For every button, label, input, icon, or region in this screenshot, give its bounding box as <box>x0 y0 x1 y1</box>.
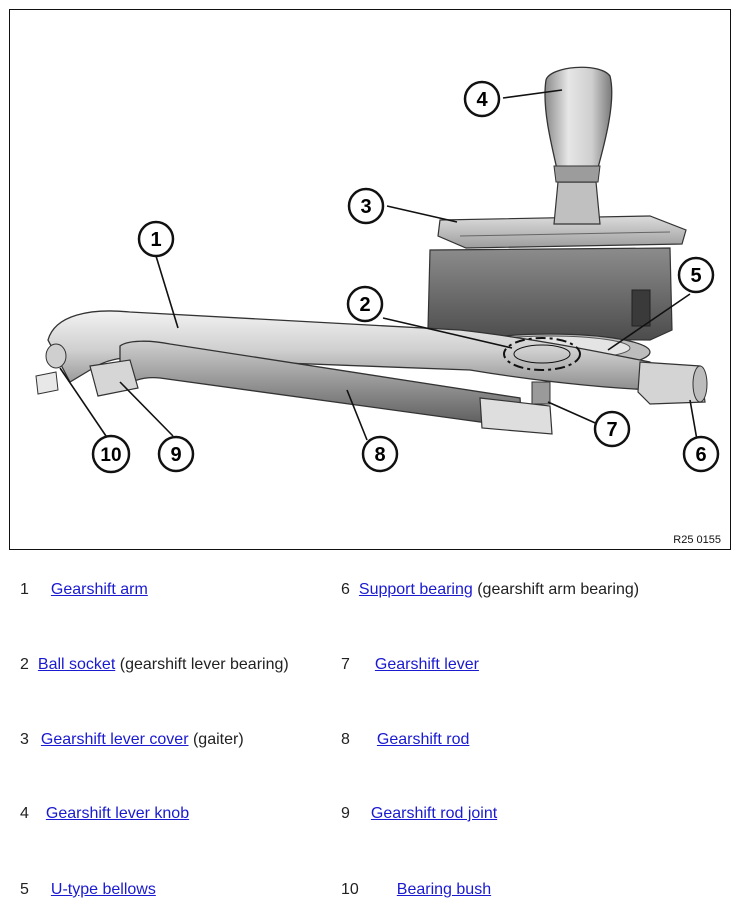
legend-link-gearshift-lever[interactable]: Gearshift lever <box>374 656 479 673</box>
legend-note: (gaiter) <box>192 731 244 748</box>
bearing-bush <box>35 343 67 395</box>
legend-number: 3 <box>20 731 29 748</box>
legend-item-7: 7 Gearshift lever <box>341 655 479 675</box>
svg-text:5: 5 <box>690 265 701 287</box>
ball-socket <box>513 344 571 364</box>
legend-item-4: 4 Gearshift lever knob <box>20 804 189 824</box>
legend-link-gearshift-rod[interactable]: Gearshift rod <box>376 731 470 748</box>
figure-reference-code: R25 0155 <box>673 534 721 546</box>
svg-text:9: 9 <box>170 444 181 466</box>
legend-item-9: 9 Gearshift rod joint <box>341 804 497 824</box>
ball-socket-highlight <box>503 337 581 371</box>
legend-link-ball-socket[interactable]: Ball socket <box>37 656 116 673</box>
legend-number: 9 <box>341 805 350 822</box>
legend-item-2: 2 Ball socket (gearshift lever bearing) <box>20 655 289 675</box>
legend-link-gearshift-lever-knob[interactable]: Gearshift lever knob <box>45 805 190 822</box>
legend-item-6: 6 Support bearing (gearshift arm bearing) <box>341 580 639 600</box>
support-bearing <box>637 361 708 405</box>
legend-number: 4 <box>20 805 29 822</box>
callout-1: 1 <box>137 220 175 258</box>
lever-housing <box>427 247 673 341</box>
legend-item-8: 8 Gearshift rod <box>341 730 469 750</box>
legend-item-1: 1 Gearshift arm <box>20 580 148 600</box>
legend-number: 6 <box>341 581 350 598</box>
gearshift-rod-joint <box>89 359 139 397</box>
legend-item-5: 5 U-type bellows <box>20 880 156 900</box>
svg-text:1: 1 <box>150 229 161 251</box>
svg-text:4: 4 <box>476 89 488 111</box>
svg-text:2: 2 <box>359 294 370 316</box>
gearshift-lever-cover <box>437 215 687 249</box>
callout-2: 2 <box>346 285 384 323</box>
callout-10: 10 <box>91 434 131 474</box>
leader-lines <box>59 89 698 441</box>
legend-note: (gearshift arm bearing) <box>477 581 640 598</box>
legend-item-3: 3 Gearshift lever cover (gaiter) <box>20 730 244 750</box>
legend-number: 8 <box>341 731 350 748</box>
legend-link-bearing-bush[interactable]: Bearing bush <box>396 881 492 898</box>
callout-6: 6 <box>682 435 720 473</box>
svg-text:8: 8 <box>374 444 385 466</box>
svg-text:7: 7 <box>606 419 617 441</box>
legend-number: 7 <box>341 656 350 673</box>
legend-link-gearshift-rod-joint[interactable]: Gearshift rod joint <box>370 805 498 822</box>
legend-note: (gearshift lever bearing) <box>119 656 289 673</box>
callout-3: 3 <box>347 187 385 225</box>
gearshift-lever-knob <box>544 66 613 225</box>
legend-number: 5 <box>20 881 29 898</box>
callout-8: 8 <box>361 435 399 473</box>
legend-link-u-type-bellows[interactable]: U-type bellows <box>50 881 156 898</box>
svg-text:10: 10 <box>100 445 121 466</box>
legend-link-gearshift-arm[interactable]: Gearshift arm <box>50 581 148 598</box>
callout-5: 5 <box>677 256 715 294</box>
callout-4: 4 <box>463 80 501 118</box>
parts-legend: 1 Gearshift arm 2 Ball socket (gearshift l… <box>0 552 741 909</box>
legend-link-gearshift-lever-cover[interactable]: Gearshift lever cover <box>40 731 189 748</box>
legend-number: 2 <box>20 656 29 673</box>
legend-number: 10 <box>341 881 359 898</box>
gearshift-assembly-drawing: 4 3 1 2 5 7 10 9 <box>35 66 720 474</box>
gearshift-lever <box>531 381 551 405</box>
callout-7: 7 <box>593 410 631 448</box>
svg-text:3: 3 <box>360 196 371 218</box>
legend-number: 1 <box>20 581 29 598</box>
svg-text:6: 6 <box>695 444 706 466</box>
legend-item-10: 10 Bearing bush <box>341 880 491 900</box>
legend-link-support-bearing[interactable]: Support bearing <box>358 581 473 598</box>
diagram-figure: 4 3 1 2 5 7 10 9 <box>9 9 731 550</box>
callout-9: 9 <box>157 435 195 473</box>
